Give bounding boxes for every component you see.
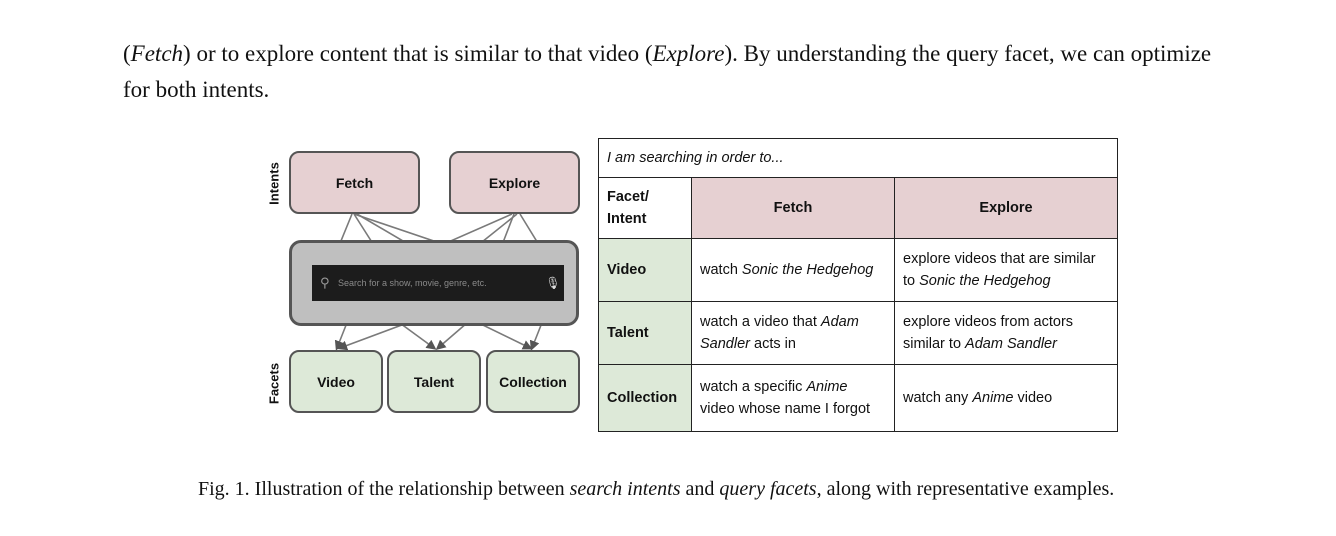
intent-node-fetch: Fetch bbox=[289, 151, 420, 214]
text-span: acts in bbox=[749, 336, 796, 352]
cell-talent-fetch: watch a video that Adam Sandler acts in bbox=[691, 301, 895, 365]
text-span: watch bbox=[700, 262, 742, 278]
text-span: , along with representative examples. bbox=[816, 478, 1115, 500]
text-span: watch a video that bbox=[700, 314, 821, 330]
text-span: video whose name I forgot bbox=[700, 401, 871, 417]
text-span: Fetch bbox=[130, 41, 184, 66]
cell-video-fetch: watch Sonic the Hedgehog bbox=[691, 238, 895, 302]
intent-facet-diagram: Intents Facets Fetch Explore ⚲ Search fo… bbox=[262, 140, 592, 430]
search-box-illustration: ⚲ Search for a show, movie, genre, etc. … bbox=[289, 240, 579, 326]
text-span: Sonic the Hedgehog bbox=[919, 273, 1051, 289]
table-header-row: Facet/ Intent Fetch Explore bbox=[598, 177, 1118, 239]
facets-axis-label: Facets bbox=[266, 362, 282, 405]
text-span: Explore bbox=[652, 41, 725, 66]
examples-table: I am searching in order to... Facet/ Int… bbox=[598, 138, 1118, 432]
intents-axis-label: Intents bbox=[266, 162, 282, 205]
intro-line-1: (Fetch) or to explore content that is si… bbox=[123, 36, 1283, 72]
cell-collection-explore: watch any Anime video bbox=[894, 364, 1118, 432]
intent-node-explore: Explore bbox=[449, 151, 580, 214]
text-span: video bbox=[1013, 390, 1053, 406]
microphone-icon: 🎙 bbox=[545, 276, 561, 290]
text-span: explore videos that are similar to bbox=[903, 251, 1096, 289]
text-span: explore videos from actors similar to bbox=[903, 314, 1074, 352]
text-span: watch a specific bbox=[700, 379, 807, 395]
magnifier-icon: ⚲ bbox=[320, 275, 330, 290]
search-placeholder: Search for a show, movie, genre, etc. bbox=[338, 278, 487, 288]
column-header-explore: Explore bbox=[894, 177, 1118, 239]
text-span: Anime bbox=[806, 379, 848, 395]
facet-node-collection: Collection bbox=[486, 350, 580, 413]
text-span: ) or to explore content that is similar … bbox=[183, 41, 653, 66]
table-row-collection: Collection watch a specific Anime video … bbox=[598, 364, 1118, 432]
corner-header: Facet/ Intent bbox=[598, 177, 692, 239]
figure-caption: Fig. 1. Illustration of the relationship… bbox=[198, 475, 1248, 503]
text-span: and bbox=[680, 478, 720, 500]
text-span: watch any bbox=[903, 390, 973, 406]
facet-node-video: Video bbox=[289, 350, 383, 413]
facet-node-talent: Talent bbox=[387, 350, 481, 413]
row-header-collection: Collection bbox=[598, 364, 692, 432]
text-span: query facets bbox=[719, 478, 817, 500]
text-span: Anime bbox=[972, 390, 1014, 406]
text-span: Adam Sandler bbox=[965, 336, 1057, 352]
table-row-video: Video watch Sonic the Hedgehog explore v… bbox=[598, 238, 1118, 302]
text-span: Sonic the Hedgehog bbox=[741, 262, 874, 278]
text-span: search intents bbox=[569, 478, 681, 500]
column-header-fetch: Fetch bbox=[691, 177, 895, 239]
text-span: Adam Sandler bbox=[700, 314, 859, 352]
text-span: Fig. 1. Illustration of the relationship… bbox=[198, 478, 570, 500]
cell-video-explore: explore videos that are similar to Sonic… bbox=[894, 238, 1118, 302]
cell-talent-explore: explore videos from actors similar to Ad… bbox=[894, 301, 1118, 365]
intro-paragraph: (Fetch) or to explore content that is si… bbox=[123, 36, 1283, 108]
table-row-talent: Talent watch a video that Adam Sandler a… bbox=[598, 301, 1118, 365]
text-span: ). By understanding the query facet, we … bbox=[724, 41, 1212, 66]
row-header-video: Video bbox=[598, 238, 692, 302]
table-caption-row: I am searching in order to... bbox=[598, 138, 1118, 178]
row-header-talent: Talent bbox=[598, 301, 692, 365]
search-bar: ⚲ Search for a show, movie, genre, etc. … bbox=[312, 265, 564, 301]
text-span: ( bbox=[123, 41, 131, 66]
cell-collection-fetch: watch a specific Anime video whose name … bbox=[691, 364, 895, 432]
examples-table-wrap: I am searching in order to... Facet/ Int… bbox=[598, 138, 1118, 432]
intro-line-2: for both intents. bbox=[123, 77, 270, 102]
table-caption: I am searching in order to... bbox=[598, 138, 1118, 178]
